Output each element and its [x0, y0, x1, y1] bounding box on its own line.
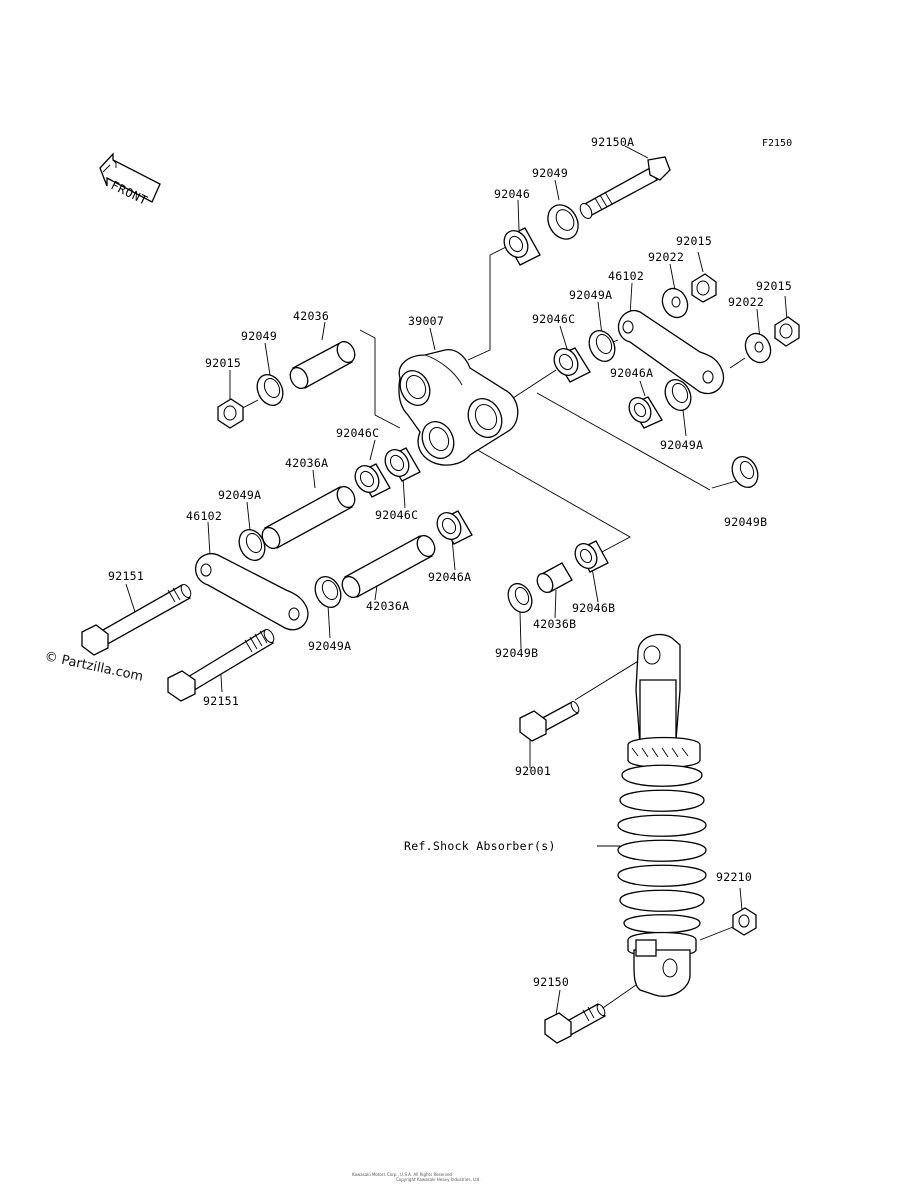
label-42036B[interactable]: 42036B: [533, 617, 576, 631]
part-92046C-center-2[interactable]: [380, 445, 421, 482]
label-39007[interactable]: 39007: [408, 314, 444, 328]
part-92046A-right[interactable]: [625, 394, 663, 429]
label-92046C-center-1[interactable]: 92046C: [336, 426, 379, 440]
part-92049-left[interactable]: [252, 370, 287, 409]
label-92046A-center[interactable]: 92046A: [428, 570, 471, 584]
part-46102-right[interactable]: [617, 309, 725, 395]
label-92049A-bottom[interactable]: 92049A: [308, 639, 351, 653]
part-92022-r1[interactable]: [658, 284, 692, 321]
part-42036A-2[interactable]: [339, 533, 438, 601]
front-arrow-icon: FRONT: [99, 152, 161, 208]
part-labels: 92150A 92049 92046 92015 92022 46102 920…: [108, 135, 792, 989]
footer-line-1: Kawasaki Motors Corp., U.S.A. All Rights…: [352, 1172, 453, 1177]
label-92049-left[interactable]: 92049: [241, 329, 277, 343]
part-92150[interactable]: [544, 1003, 606, 1044]
part-92151-1[interactable]: [81, 583, 193, 656]
part-92015-r2[interactable]: [774, 316, 800, 347]
label-46102-left[interactable]: 46102: [186, 509, 222, 523]
label-92049A-r2[interactable]: 92049A: [660, 438, 703, 452]
label-92046A-right[interactable]: 92046A: [610, 366, 653, 380]
part-42036B[interactable]: [534, 562, 573, 595]
label-46102-right[interactable]: 46102: [608, 269, 644, 283]
label-92015-r1[interactable]: 92015: [676, 234, 712, 248]
leader-lines: [125, 145, 788, 1016]
part-92015-left[interactable]: [217, 398, 244, 429]
label-92015-r2[interactable]: 92015: [756, 279, 792, 293]
label-92049B-right[interactable]: 92049B: [724, 515, 767, 529]
part-92015-r1[interactable]: [691, 273, 717, 303]
part-92049A-bottom[interactable]: [310, 572, 345, 611]
label-42036[interactable]: 42036: [293, 309, 329, 323]
label-92046C-center-2[interactable]: 92046C: [375, 508, 418, 522]
label-92151-1[interactable]: 92151: [108, 569, 144, 583]
label-92022-r1[interactable]: 92022: [648, 250, 684, 264]
part-92001[interactable]: [519, 700, 580, 742]
label-42036A-1[interactable]: 42036A: [285, 456, 328, 470]
part-92049B-right[interactable]: [727, 452, 762, 491]
part-92049A-r2[interactable]: [660, 375, 695, 414]
label-92049B-bottom[interactable]: 92049B: [495, 646, 538, 660]
label-92046B[interactable]: 92046B: [572, 601, 615, 615]
part-92210[interactable]: [732, 907, 757, 936]
footer-line-2: Copyright Kawasaki Heavy Industries, Ltd…: [396, 1177, 481, 1182]
label-92046-top[interactable]: 92046: [494, 187, 530, 201]
part-92049A-left[interactable]: [234, 525, 269, 564]
label-ref-shock-absorber[interactable]: Ref.Shock Absorber(s): [404, 839, 556, 853]
label-92150[interactable]: 92150: [533, 975, 569, 989]
label-92001[interactable]: 92001: [515, 764, 551, 778]
part-42036[interactable]: [287, 339, 358, 392]
part-92046-top[interactable]: [499, 226, 541, 266]
part-92151-2[interactable]: [167, 628, 276, 702]
part-92049-top[interactable]: [542, 199, 584, 244]
part-42036A-1[interactable]: [259, 484, 358, 552]
part-92046C-right[interactable]: [549, 344, 591, 383]
part-92150A[interactable]: [578, 156, 671, 220]
part-92046C-center-1[interactable]: [350, 461, 391, 498]
part-92049A-r1[interactable]: [584, 326, 619, 365]
assembly-lines: [234, 244, 746, 1011]
label-92022-r2[interactable]: 92022: [728, 295, 764, 309]
part-92049B-bottom[interactable]: [504, 580, 537, 616]
part-92046B[interactable]: [571, 540, 609, 573]
figure-number: F2150: [762, 138, 792, 149]
part-46102-left[interactable]: [194, 552, 309, 631]
label-92049-top[interactable]: 92049: [532, 166, 568, 180]
part-39007-rocker-arm[interactable]: [395, 349, 519, 466]
label-92151-2[interactable]: 92151: [203, 694, 239, 708]
label-42036A-2[interactable]: 42036A: [366, 599, 409, 613]
label-92049A-left[interactable]: 92049A: [218, 488, 261, 502]
label-92049A-r1[interactable]: 92049A: [569, 288, 612, 302]
label-92046C-right[interactable]: 92046C: [532, 312, 575, 326]
shock-absorber: [617, 633, 707, 997]
label-92015-left[interactable]: 92015: [205, 356, 241, 370]
label-92150A[interactable]: 92150A: [591, 135, 634, 149]
part-92022-r2[interactable]: [741, 329, 775, 366]
label-92210[interactable]: 92210: [716, 870, 752, 884]
part-92046A-center[interactable]: [432, 508, 473, 545]
